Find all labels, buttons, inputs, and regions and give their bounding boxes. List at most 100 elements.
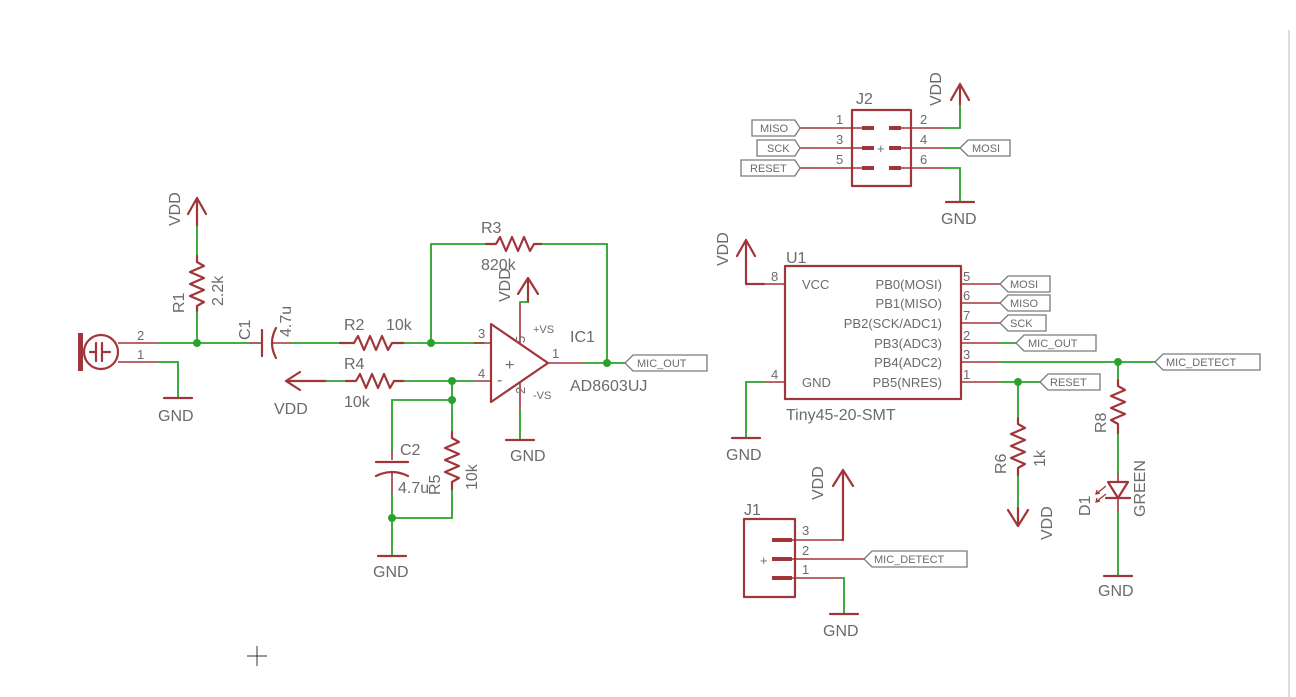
ground-symbol: GND [726,436,762,464]
vdd-symbol: VDD [497,268,540,304]
svg-text:MIC_OUT: MIC_OUT [1028,338,1078,350]
svg-text:MIC_DETECT: MIC_DETECT [1166,357,1237,369]
microphone[interactable]: 2 1 [78,328,158,371]
svg-text:VDD: VDD [274,401,308,418]
vdd-symbol: VDD [274,370,328,418]
ground-symbol: GND [373,554,409,581]
svg-text:3: 3 [478,326,485,341]
resistor-r1[interactable]: R1 2.2k [171,254,227,314]
net-label-miso[interactable]: MISO [751,119,801,137]
svg-text:+: + [505,357,514,374]
capacitor-c2[interactable]: C2 4.7u [374,442,429,497]
net-label-reset[interactable]: RESET [740,159,801,177]
svg-text:1: 1 [802,562,809,577]
mcu-u1[interactable]: 8 4 5 6 7 2 3 1 VCC GND PB0(MOSI) PB1(MI… [764,250,1000,424]
net-label-sck[interactable]: SCK [756,139,801,157]
svg-text:1: 1 [836,112,843,127]
connector-j1[interactable]: + 3 2 1 J1 [742,502,864,599]
c2-ref: C2 [400,442,421,459]
resistor-r6[interactable]: R6 1k [993,416,1049,478]
pin-number: 2 [137,328,144,343]
r1-value: 2.2k [210,275,227,306]
pin-vcc: VCC [802,277,829,292]
d1-ref: D1 [1077,495,1094,516]
net-label-mic-detect[interactable]: MIC_DETECT [863,550,968,568]
svg-text:VDD: VDD [715,232,732,266]
svg-text:GND: GND [823,623,859,640]
svg-text:MOSI: MOSI [1010,279,1038,291]
net-label-reset[interactable]: RESET [1039,373,1101,391]
vdd-symbol: VDD [715,232,766,286]
r5-value: 10k [464,463,481,490]
svg-text:2: 2 [802,543,809,558]
c1-ref: C1 [237,319,254,340]
ground-symbol: GND [1098,574,1134,600]
r4-ref: R4 [344,356,365,373]
d1-value: GREEN [1132,460,1149,517]
svg-text:2: 2 [963,328,970,343]
ground-symbol: GND [823,612,860,640]
ic1-ref: IC1 [570,329,595,346]
pin-pb1: PB1(MISO) [876,296,942,311]
c2-value: 4.7u [398,480,429,497]
svg-text:RESET: RESET [1050,377,1087,389]
net-label-mic-detect[interactable]: MIC_DETECT [1154,353,1261,371]
svg-text:2: 2 [920,112,927,127]
svg-text:4: 4 [478,366,485,381]
svg-text:8: 8 [771,269,778,284]
led-d1[interactable]: D1 GREEN [1077,460,1149,517]
pin-pb0: PB0(MOSI) [876,277,942,292]
svg-text:+: + [760,553,768,568]
net-label-mosi[interactable]: MOSI [999,275,1051,293]
svg-text:MIC_OUT: MIC_OUT [637,358,687,370]
resistor-r4[interactable]: R4 10k [344,356,406,411]
ground-symbol: GND [158,396,194,425]
r6-ref: R6 [993,453,1010,474]
vdd-symbol: VDD [810,466,855,542]
r3-ref: R3 [481,220,502,237]
svg-text:6: 6 [920,152,927,167]
capacitor-c1[interactable]: C1 4.7u [237,306,295,360]
svg-text:2: 2 [513,387,528,394]
net-label-miso[interactable]: MISO [999,294,1051,312]
svg-text:3: 3 [802,523,809,538]
svg-text:VDD: VDD [928,72,945,106]
svg-text:7: 7 [963,308,970,323]
net-label-mic-out[interactable]: MIC_OUT [624,354,708,372]
crosshair-cursor-icon [247,646,267,666]
net-label-sck[interactable]: SCK [999,314,1047,332]
svg-text:5: 5 [963,269,970,284]
svg-text:-: - [497,372,502,389]
net-label-mosi[interactable]: MOSI [959,139,1011,157]
r2-value: 10k [386,317,413,334]
connector-j2[interactable]: + 1 3 5 2 4 6 J2 [800,91,945,188]
resistor-r3[interactable]: R3 820k [481,220,544,274]
svg-text:SCK: SCK [767,143,790,155]
net-label-mic-out[interactable]: MIC_OUT [1015,334,1097,352]
vs-neg-label: -VS [533,390,551,402]
pin-pb5: PB5(NRES) [873,375,942,390]
svg-text:+: + [877,141,885,156]
r6-value: 1k [1032,449,1049,467]
svg-text:6: 6 [963,288,970,303]
resistor-r5[interactable]: R5 10k [427,430,481,495]
pin-gnd: GND [802,375,831,390]
vdd-symbol: VDD [167,192,208,228]
junction-dot [193,339,201,347]
vs-pos-label: +VS [533,324,554,336]
svg-text:GND: GND [1098,583,1134,600]
svg-text:3: 3 [963,347,970,362]
svg-text:MISO: MISO [1010,298,1039,310]
opamp-ic1[interactable]: + - 3 4 1 5 2 +VS -VS IC1 AD8603UJ [474,302,647,410]
svg-text:SCK: SCK [1010,318,1033,330]
r3-value: 820k [481,257,517,274]
j2-ref: J2 [856,91,873,108]
resistor-r8[interactable]: R8 [1093,378,1127,436]
svg-text:MOSI: MOSI [972,143,1000,155]
resistor-r2[interactable]: R2 10k [338,317,413,352]
pin-pb4: PB4(ADC2) [874,355,942,370]
r1-ref: R1 [171,292,188,313]
svg-text:5: 5 [513,336,528,343]
svg-text:MISO: MISO [760,123,789,135]
